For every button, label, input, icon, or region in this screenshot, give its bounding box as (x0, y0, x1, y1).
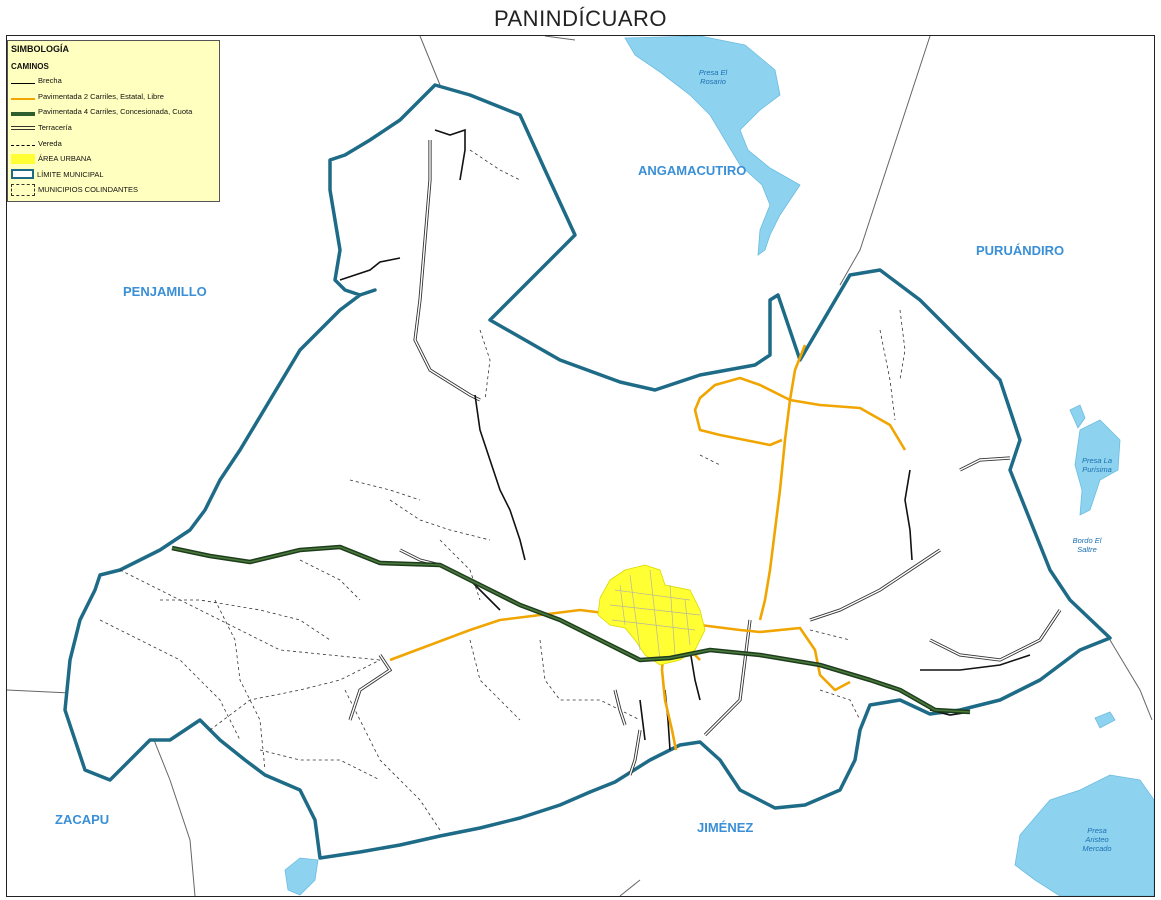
label-puruandiro: PURUÁNDIRO (976, 243, 1065, 258)
map-legend: SIMBOLOGÍA CAMINOS Brecha Pavimentada 2 … (7, 40, 220, 202)
line-black-thin-icon (11, 82, 35, 84)
label-jimenez: JIMÉNEZ (697, 820, 754, 835)
label-presa-aristeo-mercado: Presa Aristeo Mercado (1082, 826, 1112, 853)
urban-streets (609, 569, 701, 661)
line-orange-icon (11, 97, 35, 100)
neighbor-borders (7, 36, 1153, 896)
presa-la-purisima (1069, 404, 1121, 516)
veredas (99, 149, 906, 831)
yellow-fill-icon (11, 153, 35, 164)
legend-item-municipios-colindantes: MUNICIPIOS COLINDANTES (8, 182, 219, 198)
blue-outline-box-icon (11, 169, 34, 180)
label-angamacutiro: ANGAMACUTIRO (638, 163, 747, 178)
double-line-icon (11, 125, 35, 130)
label-bordo-el-saltre: Bordo El Saltre (1072, 536, 1102, 554)
label-presa-la-purisima: Presa La Purísima (1081, 456, 1113, 474)
presa-aristeo-mercado (1014, 774, 1154, 896)
legend-item-brecha: Brecha (8, 73, 219, 89)
municipal-boundary (63, 83, 1112, 860)
label-penjamillo: PENJAMILLO (123, 284, 207, 299)
legend-item-pavimentada-2: Pavimentada 2 Carriles, Estatal, Libre (8, 89, 219, 105)
legend-item-area-urbana: ÁREA URBANA (8, 151, 219, 167)
legend-title: SIMBOLOGÍA (11, 44, 69, 54)
label-zacapu: ZACAPU (55, 812, 110, 827)
legend-item-limite-municipal: LÍMITE MUNICIPAL (8, 167, 219, 183)
map-title: PANINDÍCUARO (493, 6, 668, 31)
water-bodies (284, 36, 1154, 896)
presa-el-rosario (624, 36, 801, 256)
dashed-box-icon (11, 183, 35, 196)
legend-section: CAMINOS (11, 62, 49, 71)
line-dark-green-icon (11, 112, 35, 117)
legend-item-terraceria: Terracería (8, 120, 219, 136)
map-frame (6, 35, 1155, 897)
label-presa-el-rosario: Presa El Rosario (698, 68, 728, 86)
legend-item-pavimentada-4: Pavimentada 4 Carriles, Concesionada, Cu… (8, 104, 219, 120)
dashed-line-icon (11, 145, 35, 147)
legend-item-vereda: Vereda (8, 135, 219, 151)
